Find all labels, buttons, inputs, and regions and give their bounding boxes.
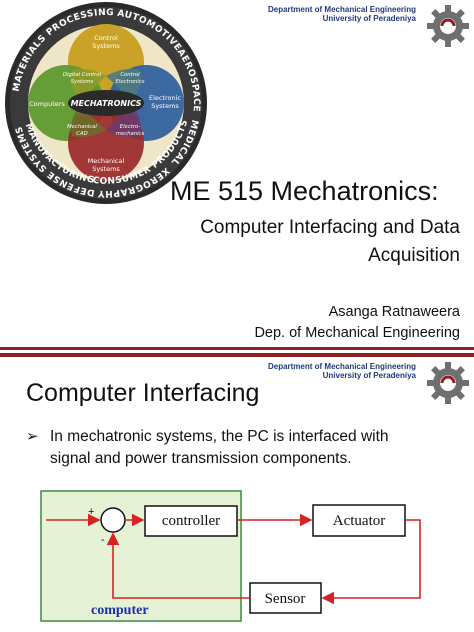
gear-logo-icon: [427, 5, 469, 47]
title-slide: Department of Mechanical Engineering Uni…: [5, 2, 469, 344]
department-name: Department of Mechanical Engineering: [267, 5, 416, 14]
department-header: Department of Mechanical Engineering Uni…: [268, 5, 416, 23]
logo-control-electronics-line1: Control: [120, 72, 140, 78]
logo-center-label: MECHATRONICS: [71, 99, 142, 108]
logo-control-line2: Systems: [92, 42, 120, 50]
logo-mechanical-line2: Systems: [92, 165, 120, 173]
block-diagram: + - controller Actuator Sensor computer: [40, 490, 421, 622]
logo-computers: Computers: [29, 100, 65, 108]
department-header-2: Department of Mechanical Engineering Uni…: [268, 362, 416, 380]
actuator-block: [312, 504, 406, 537]
plus-sign: +: [88, 506, 94, 518]
presentation-subtitle: Computer Interfacing and Data Acquisitio…: [200, 214, 460, 270]
output-line: [321, 519, 421, 605]
logo-control-line1: Control: [94, 34, 118, 42]
ring-word-manufacturing: MANUFACTURING: [23, 122, 95, 186]
logo-bottom-words: MANUFACTURING CONSUMER PRODUCTS: [23, 118, 190, 186]
actuator-label: Actuator: [333, 513, 385, 529]
logo-digital-control-line2: Systems: [71, 79, 94, 85]
content-slide: Department of Mechanical Engineering Uni…: [0, 357, 474, 632]
logo-electromechanics-line1: Electro-: [120, 124, 140, 130]
presentation-title: ME 515 Mechatronics:: [170, 176, 439, 206]
logo-electronic-line1: Electronic: [149, 94, 181, 102]
bullet-item: ➢ In mechatronic systems, the PC is inte…: [26, 426, 446, 470]
controller-label: controller: [162, 513, 220, 529]
bullet-line-1: In mechatronic systems, the PC is interf…: [50, 428, 389, 445]
logo-digital-control-line1: Digital Control: [63, 72, 102, 78]
author-block: Asanga Ratnaweera Dep. of Mechanical Eng…: [254, 302, 460, 344]
author-department: Dep. of Mechanical Engineering: [254, 325, 460, 341]
logo-mechanical-cad-line2: CAD: [76, 131, 87, 137]
author-name: Asanga Ratnaweera: [328, 304, 460, 320]
summing-junction: [100, 507, 126, 533]
gear-logo-icon-2: [427, 362, 469, 404]
svg-text:MANUFACTURING: MANUFACTURING: [23, 122, 96, 186]
arrow-bullet-icon: ➢: [26, 427, 39, 445]
feedback-line: [106, 532, 250, 599]
subtitle-line-2: Acquisition: [368, 245, 460, 266]
computer-label: computer: [91, 603, 149, 618]
subtitle-line-1: Computer Interfacing and Data: [200, 217, 460, 238]
mechatronics-logo: MATERIALS PROCESSING AUTOMOTIVE AEROSPAC…: [5, 2, 207, 204]
department-name-2: Department of Mechanical Engineering: [267, 362, 416, 371]
sensor-block: [249, 582, 322, 614]
bullet-text: In mechatronic systems, the PC is interf…: [50, 426, 446, 470]
logo-mechanical-line1: Mechanical: [88, 157, 125, 165]
sensor-label: Sensor: [265, 591, 306, 607]
bullet-line-2: signal and power transmission components…: [50, 450, 352, 467]
logo-electromechanics-line2: mechanics: [116, 131, 145, 137]
slide-title: Computer Interfacing: [26, 379, 260, 407]
slide-divider-gap: [0, 350, 474, 353]
university-name: University of Peradeniya: [322, 14, 416, 23]
logo-control-electronics-line2: Electronics: [116, 79, 145, 85]
controller-block: [144, 505, 238, 537]
university-name-2: University of Peradeniya: [322, 371, 416, 380]
logo-electronic-line2: Systems: [151, 102, 179, 110]
logo-mechanical-cad-line1: Mechanical: [67, 124, 97, 130]
minus-sign: -: [101, 534, 105, 546]
